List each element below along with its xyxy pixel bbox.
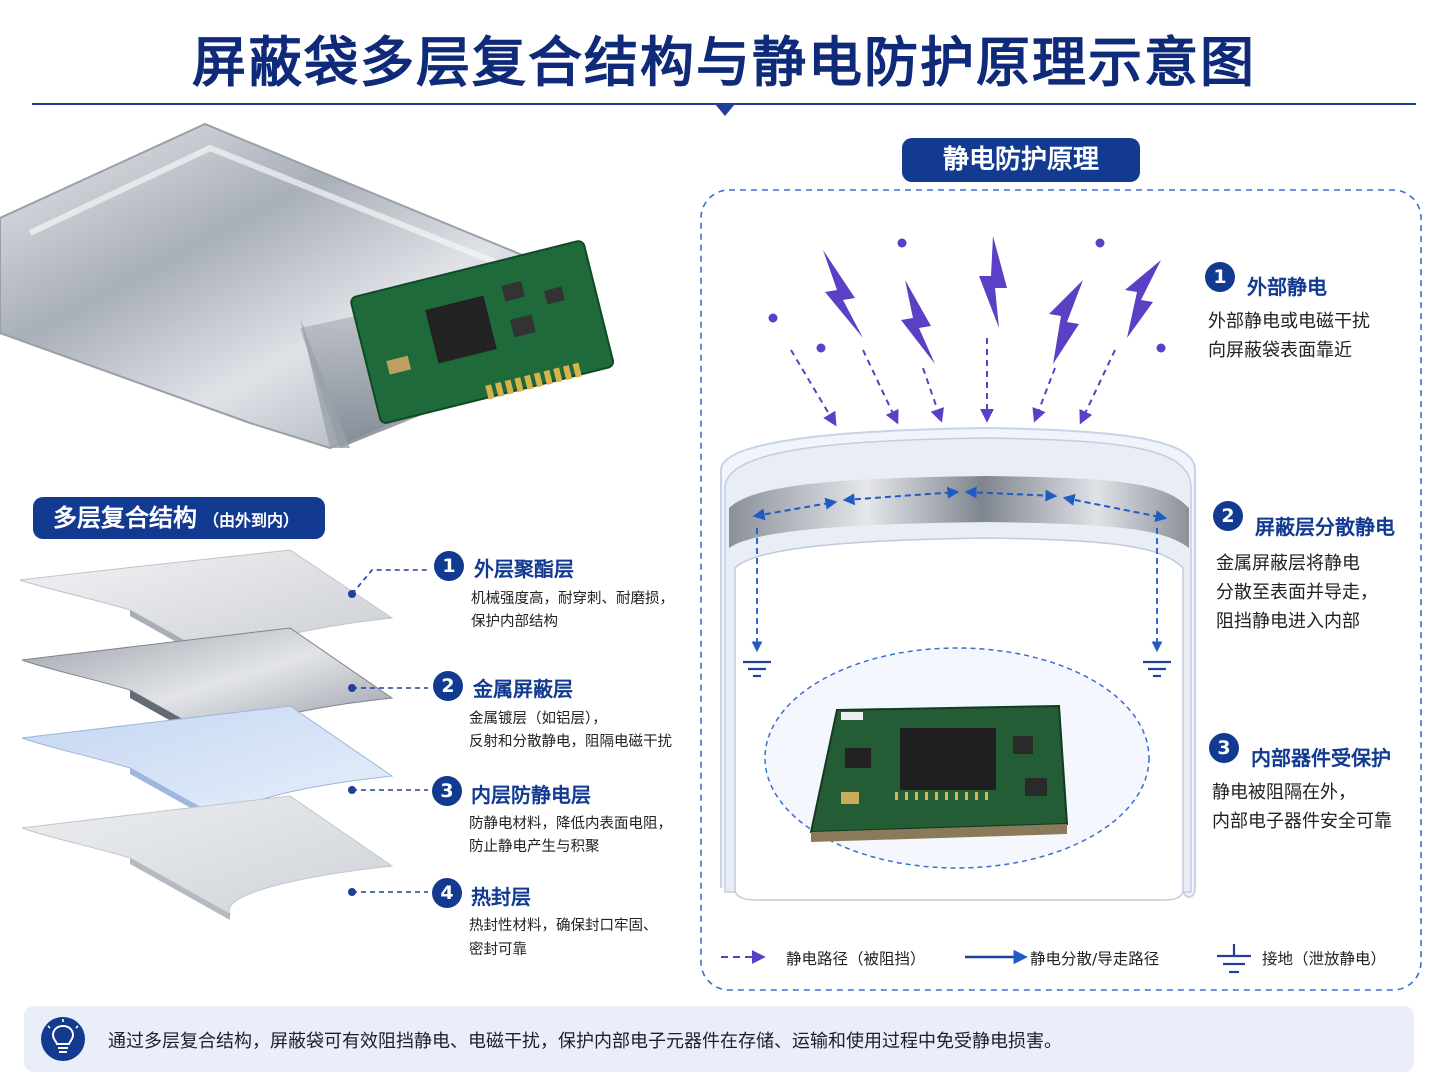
layer-4-desc-2: 密封可靠 xyxy=(469,942,527,958)
principle-3-desc-1: 静电被阻隔在外， xyxy=(1212,782,1356,803)
layer-2-desc-2: 反射和分散静电，阻隔电磁干扰 xyxy=(469,734,672,750)
legend-blocked-path: 静电路径（被阻挡） xyxy=(786,950,926,968)
layer-3-desc-2: 防止静电产生与积聚 xyxy=(469,839,600,855)
principle-3-desc-2: 内部电子器件安全可靠 xyxy=(1212,811,1392,832)
legend-conduct-path: 静电分散/导走路径 xyxy=(1030,950,1160,968)
layers-section-title: 多层复合结构 xyxy=(53,504,197,532)
principle-1-name: 外部静电 xyxy=(1247,275,1327,299)
layer-2-name: 金属屏蔽层 xyxy=(473,677,573,701)
lightning-bolt-icon xyxy=(823,236,1161,364)
principle-3-name: 内部器件受保护 xyxy=(1251,746,1391,770)
layer-1-desc-2: 保护内部结构 xyxy=(471,614,558,630)
layer-3-name: 内层防静电层 xyxy=(471,783,591,807)
title-divider-notch xyxy=(715,104,735,116)
layers-section-label: 多层复合结构 （由外到内） xyxy=(33,497,325,539)
layer-4-number: 4 xyxy=(432,878,462,908)
layer-4-name: 热封层 xyxy=(471,885,531,909)
layer-2-number: 2 xyxy=(433,671,463,701)
chip-icon xyxy=(809,704,1069,842)
layer-1-name: 外层聚酯层 xyxy=(474,557,574,581)
principle-2-desc-2: 分散至表面并导走， xyxy=(1216,582,1378,603)
summary-banner xyxy=(24,1006,1414,1072)
legend-ground: 接地（泄放静电） xyxy=(1262,950,1387,968)
pcb-in-bag xyxy=(350,240,615,424)
page-title: 屏蔽袋多层复合结构与静电防护原理示意图 xyxy=(192,31,1256,94)
layer-3-desc-1: 防静电材料，降低内表面电阻， xyxy=(469,816,672,832)
layer-2-desc-1: 金属镀层（如铝层）， xyxy=(469,711,607,727)
principle-2-desc-1: 金属屏蔽层将静电 xyxy=(1216,553,1360,574)
principle-2-desc-3: 阻挡静电进入内部 xyxy=(1216,611,1360,632)
esd-principle-diagram xyxy=(700,189,1422,991)
layer-3-number: 3 xyxy=(432,776,462,806)
ground-icon xyxy=(743,660,1171,678)
principle-3-number: 3 xyxy=(1209,733,1239,763)
principle-2-number: 2 xyxy=(1213,501,1243,531)
principle-1-desc-2: 向屏蔽袋表面靠近 xyxy=(1208,340,1352,361)
summary-text: 通过多层复合结构，屏蔽袋可有效阻挡静电、电磁干扰，保护内部电子元器件在存储、运输… xyxy=(108,1031,1062,1052)
layer-1-number: 1 xyxy=(434,551,464,581)
layer-1-desc-1: 机械强度高，耐穿刺、耐磨损， xyxy=(471,591,674,607)
principle-section-label: 静电防护原理 xyxy=(902,138,1140,182)
exploded-layers-illustration xyxy=(19,549,428,920)
shielding-bag-illustration xyxy=(0,122,615,450)
principle-1-desc-1: 外部静电或电磁干扰 xyxy=(1208,311,1370,332)
lightbulb-icon xyxy=(41,1017,85,1061)
principle-1-number: 1 xyxy=(1205,262,1235,292)
layers-section-subtitle: （由外到内） xyxy=(203,511,300,530)
layer-4-desc-1: 热封性材料，确保封口牢固、 xyxy=(469,918,658,934)
principle-2-name: 屏蔽层分散静电 xyxy=(1255,515,1395,539)
